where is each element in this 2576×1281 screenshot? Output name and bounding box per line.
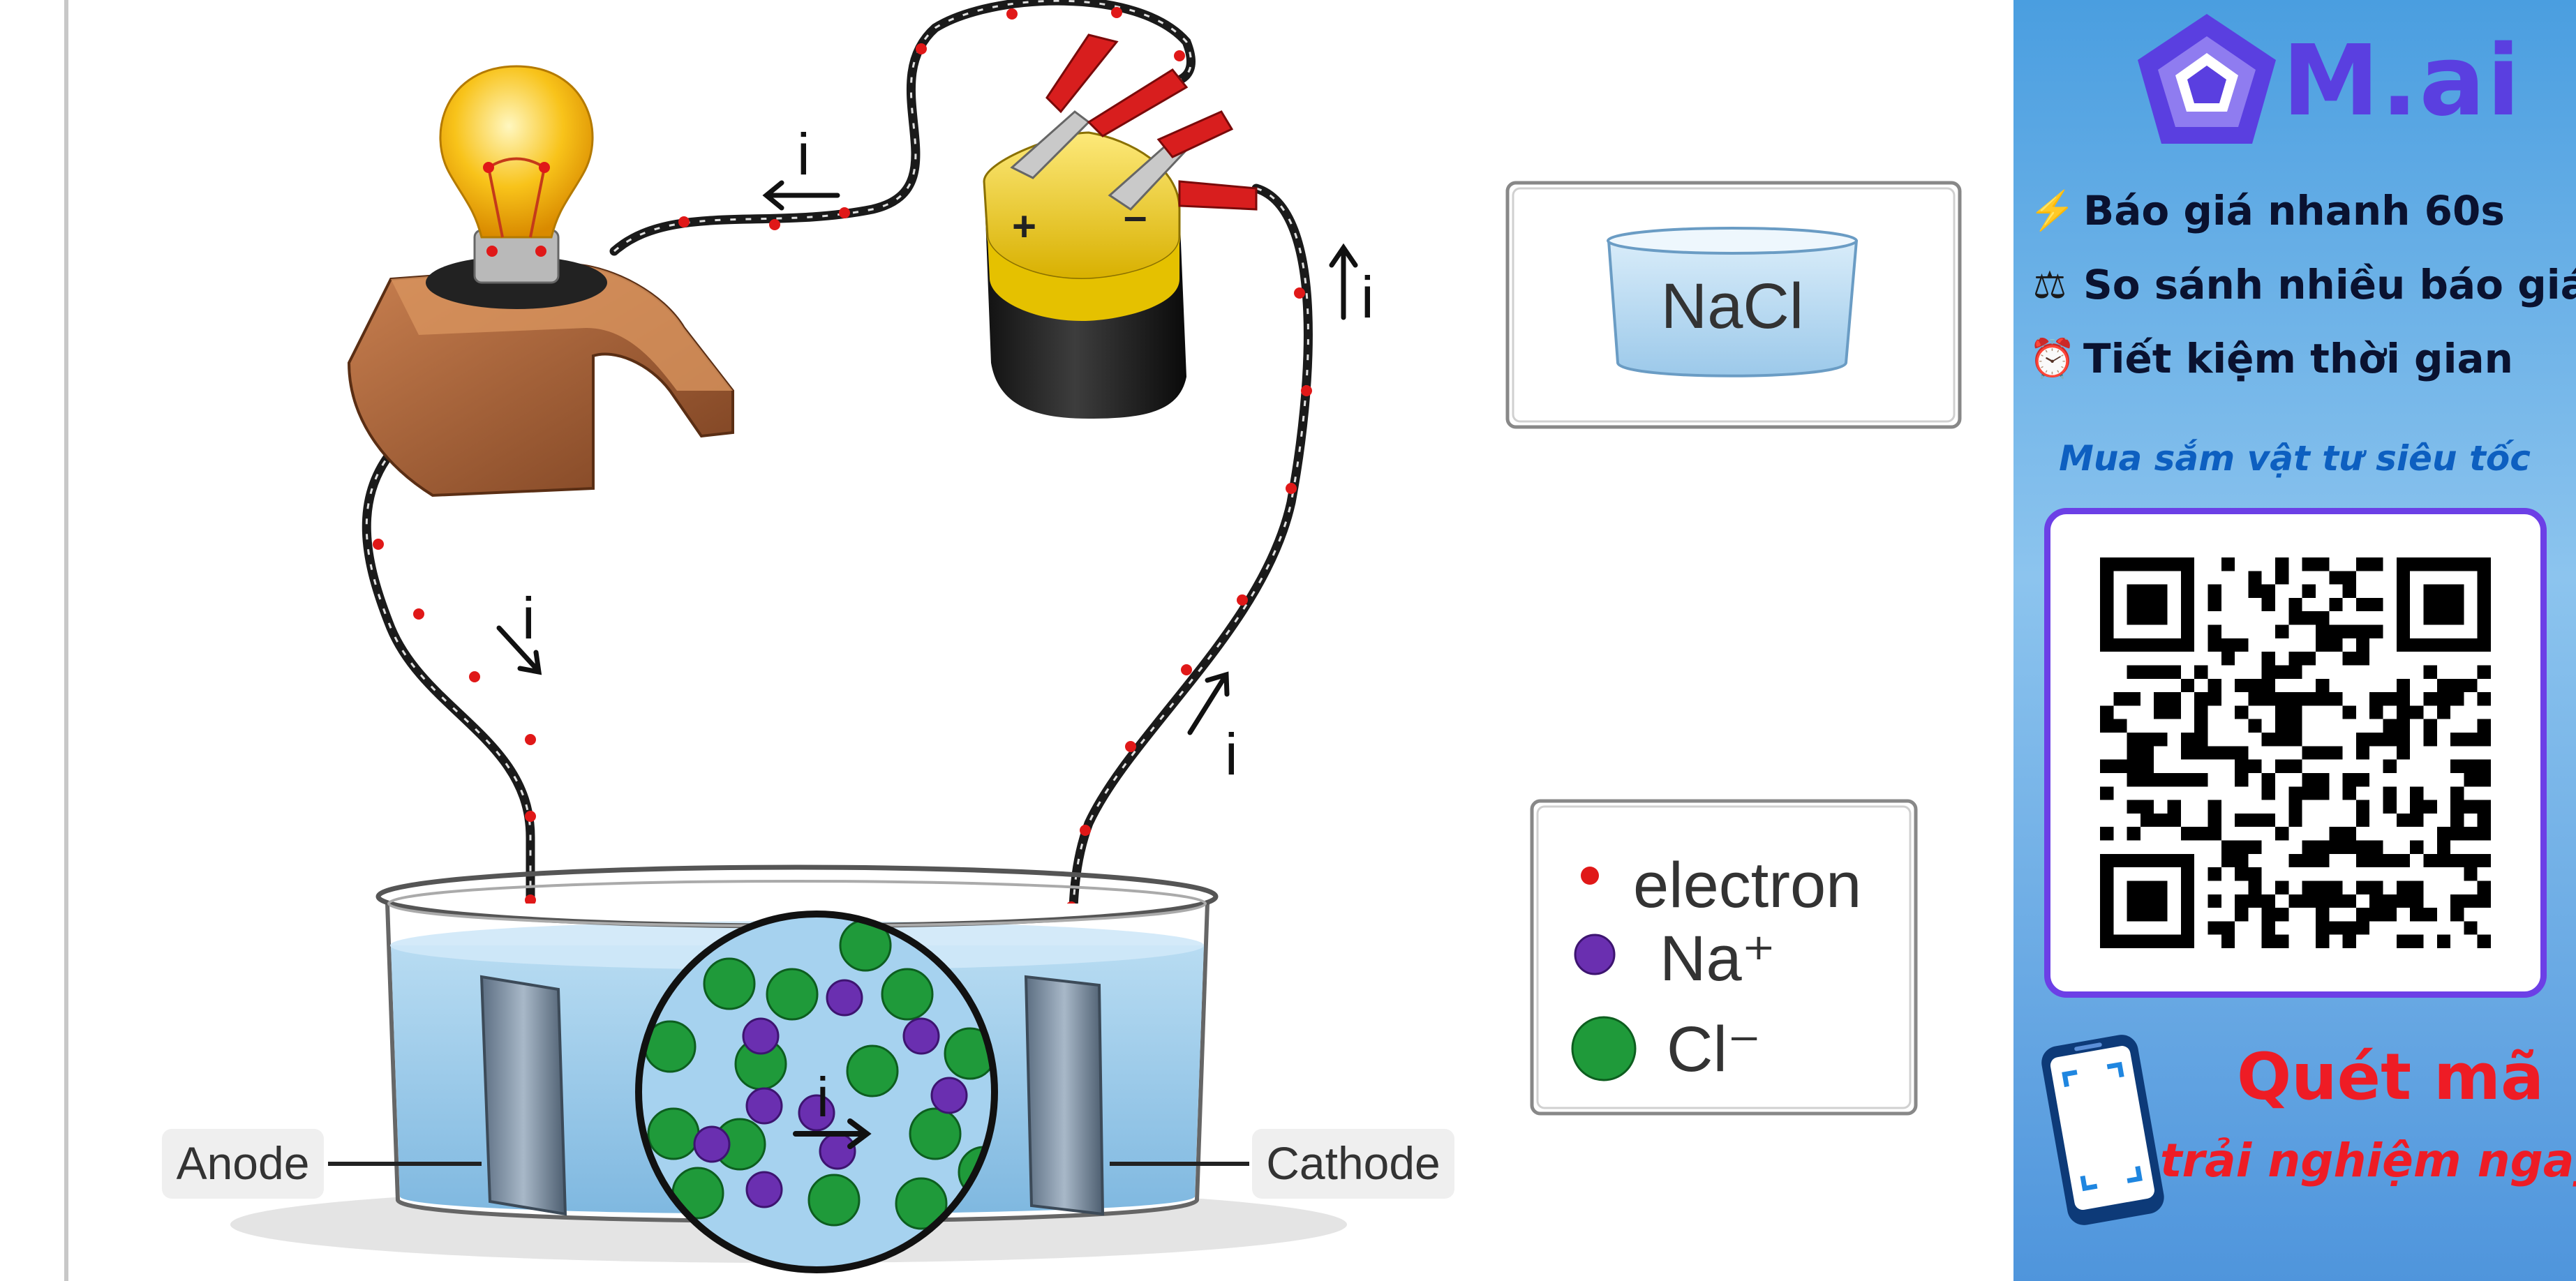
feature-save-time-text: Tiết kiệm thời gian — [2083, 335, 2513, 382]
na-ions — [693, 979, 968, 1208]
feature-compare-quotes-text: So sánh nhiều báo giá — [2083, 261, 2576, 308]
wire-battery-to-cathode — [1066, 183, 1313, 982]
battery: + – — [983, 33, 1258, 419]
current-arrows — [496, 180, 1358, 735]
promo-sidebar: M.ai ⚡ Báo giá nhanh 60s ⚖ So sánh nhiều… — [2013, 0, 2576, 1281]
legend-electron-label: electron — [1633, 850, 1861, 921]
brand-logo-icon — [2138, 14, 2276, 144]
cl-ions — [643, 919, 995, 1230]
legend-box: electron Na⁺ Cl⁻ — [1530, 799, 1918, 1116]
cathode-electrode — [1024, 975, 1105, 1216]
feature-fast-quote-text: Báo giá nhanh 60s — [2083, 187, 2505, 234]
wire-lamp-to-anode — [362, 414, 535, 989]
current-label-lower-right: i — [1225, 721, 1238, 787]
current-label-top: i — [797, 121, 810, 187]
wire-electrons — [373, 7, 1312, 986]
anode-electrode — [479, 975, 567, 1216]
cathode-label-group: Cathode — [1110, 1129, 1454, 1199]
feature-fast-quote: ⚡ Báo giá nhanh 60s — [2029, 183, 2505, 239]
lightning-icon: ⚡ — [2029, 189, 2076, 232]
feature-compare-quotes: ⚖ So sánh nhiều báo giá — [2029, 257, 2576, 313]
legend-electron-marker — [1581, 867, 1599, 885]
svg-text:+: + — [1012, 203, 1036, 250]
current-label-circle: i — [817, 1066, 829, 1128]
tagline: Mua sắm vật tư siêu tốc — [2059, 438, 2531, 479]
qr-code[interactable] — [2100, 557, 2491, 948]
ion-zoom-circle: i — [635, 911, 998, 1273]
cta-try-now: trải nghiệm ngay — [2160, 1134, 2576, 1188]
phone-scan-icon — [2041, 1035, 2164, 1225]
current-label-right: i — [1361, 264, 1374, 330]
electrolysis-diagram: + – i i i i NaCl — [64, 0, 1962, 1281]
qr-code-card[interactable] — [2044, 508, 2547, 998]
wire-lamp-to-battery — [609, 0, 1196, 256]
balance-scale-icon: ⚖ — [2032, 264, 2067, 306]
brand-name: M.ai — [2282, 24, 2522, 138]
lamp — [347, 65, 734, 497]
alarm-clock-icon: ⏰ — [2029, 337, 2076, 380]
feature-save-time: ⏰ Tiết kiệm thời gian — [2029, 331, 2513, 387]
cta-scan-code: Quét mã — [2236, 1040, 2545, 1114]
legend-na-label: Na⁺ — [1660, 923, 1775, 994]
legend-cl-marker — [1571, 1016, 1637, 1081]
anode-label-group: Anode — [162, 1129, 482, 1199]
legend-cl-label: Cl⁻ — [1667, 1014, 1761, 1085]
anode-label: Anode — [177, 1137, 310, 1189]
legend-na-marker — [1574, 934, 1616, 975]
cathode-label: Cathode — [1266, 1137, 1440, 1189]
current-label-left: i — [522, 585, 535, 651]
nacl-label: NaCl — [1661, 271, 1803, 342]
nacl-solution-box: NaCl — [1505, 181, 1962, 429]
